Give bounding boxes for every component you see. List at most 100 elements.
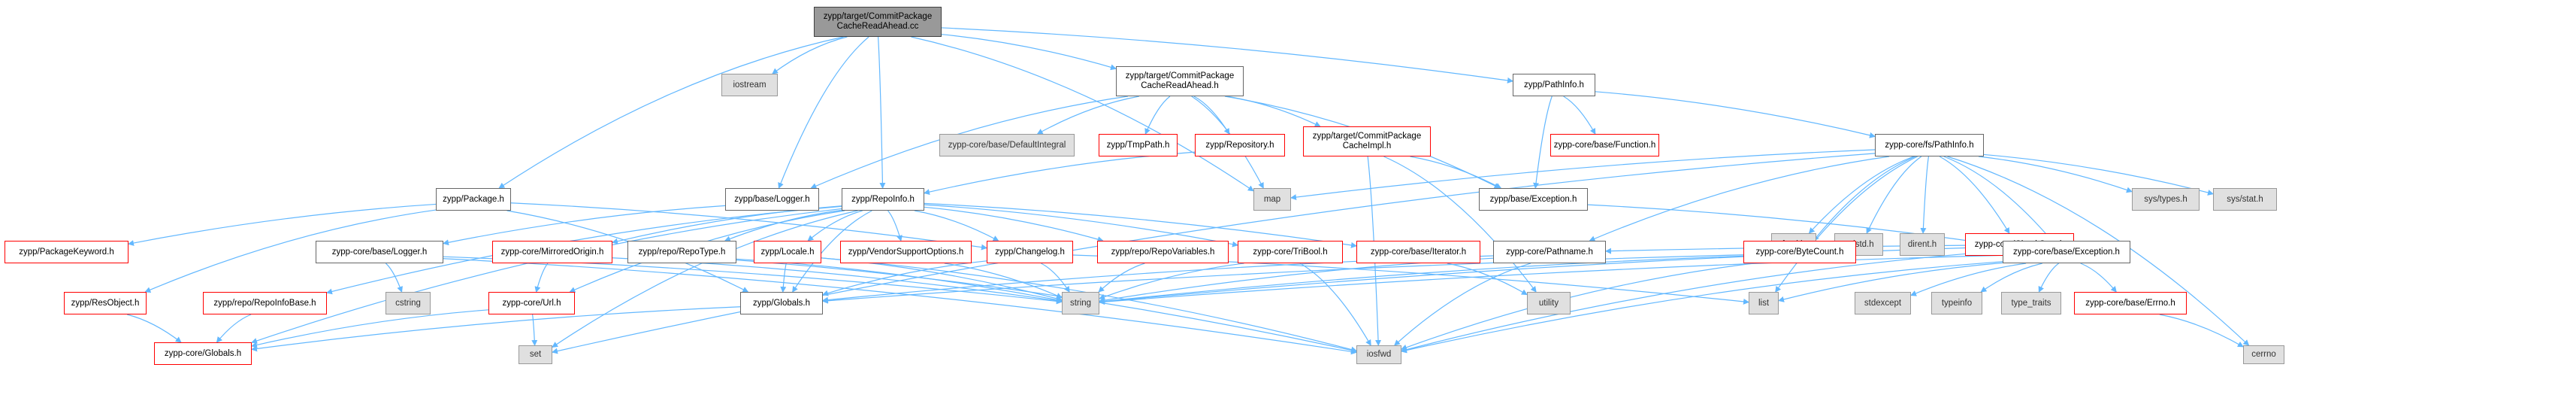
node-label: zypp-core/base/Exception.h	[2013, 247, 2120, 257]
include-edge-fspathinfo-to-pathname	[1589, 156, 1890, 242]
include-edge-root-to-map	[911, 36, 1254, 192]
node-tmppath[interactable]: zypp/TmpPath.h	[1099, 134, 1178, 156]
include-edge-fspathinfo-to-coreexception	[1943, 156, 2053, 242]
include-edge-coreexception-to-typeinfo	[1980, 263, 2042, 293]
node-globals[interactable]: zypp/Globals.h	[740, 292, 823, 314]
node-dirent: dirent.h	[1900, 233, 1945, 256]
include-edge-cprah-to-cpcimpl	[1226, 96, 1321, 127]
node-pathname[interactable]: zypp-core/Pathname.h	[1493, 241, 1606, 263]
include-edge-root-to-cprah	[941, 34, 1117, 71]
include-edge-package-to-pkgkeyword	[128, 203, 437, 246]
include-edge-globals-to-coreglobals	[251, 306, 741, 352]
node-label: zypp/base/Exception.h	[1489, 194, 1577, 204]
node-package[interactable]: zypp/Package.h	[436, 188, 511, 211]
node-label: iostream	[733, 80, 766, 90]
node-stdexcept: stdexcept	[1855, 292, 1911, 314]
node-label: zypp/PathInfo.h	[1524, 80, 1584, 90]
node-label: cstring	[395, 298, 421, 308]
node-label: zypp/repo/RepoType.h	[638, 247, 726, 257]
include-edge-changelog-to-string	[1041, 263, 1070, 293]
include-edge-pathinfo-to-fspathinfo	[1595, 91, 1876, 138]
include-edge-exception-to-coreexception	[1587, 204, 2003, 248]
node-corelogger[interactable]: zypp-core/base/Logger.h	[316, 241, 443, 263]
node-pathinfo[interactable]: zypp/PathInfo.h	[1513, 74, 1595, 96]
include-edge-cpcimpl-to-iosfwd	[1367, 156, 1382, 346]
node-repovariables[interactable]: zypp/repo/RepoVariables.h	[1097, 241, 1229, 263]
node-errno[interactable]: zypp-core/base/Errno.h	[2074, 292, 2187, 314]
include-edge-coreexception-to-typetraits	[2038, 263, 2059, 293]
include-edge-fspathinfo-to-systypes	[1978, 156, 2133, 193]
node-label: zypp-core/base/Errno.h	[2085, 298, 2175, 308]
include-edge-cpcimpl-to-utility	[1383, 156, 1537, 293]
node-typetraits: type_traits	[2001, 292, 2061, 314]
node-url[interactable]: zypp-core/Url.h	[488, 292, 575, 314]
node-list: list	[1749, 292, 1779, 314]
node-label: zypp/TmpPath.h	[1106, 140, 1170, 150]
node-repotype[interactable]: zypp/repo/RepoType.h	[627, 241, 736, 263]
include-edge-corelogger-to-iosfwd	[443, 258, 1357, 355]
node-tribool[interactable]: zypp-core/TriBool.h	[1238, 241, 1343, 263]
include-edge-mirroredorigin-to-url	[534, 263, 549, 293]
include-edge-fspathinfo-to-dirent	[1920, 156, 1930, 234]
include-edge-corelogger-to-cstring	[385, 263, 403, 293]
include-edge-root-to-package	[498, 36, 844, 189]
include-edge-bytecount-to-globals	[822, 254, 1744, 304]
node-label: type_traits	[2011, 298, 2051, 308]
include-edge-bytecount-to-string	[1099, 255, 1744, 305]
node-iterator[interactable]: zypp-core/base/Iterator.h	[1356, 241, 1480, 263]
include-edge-root-to-logger	[778, 36, 869, 189]
include-edge-tribool-to-string	[1099, 263, 1244, 300]
node-label: stdexcept	[1864, 298, 1902, 308]
node-bytecount[interactable]: zypp-core/ByteCount.h	[1743, 241, 1856, 263]
include-edge-logger-to-corelogger	[443, 205, 726, 246]
node-changelog[interactable]: zypp/Changelog.h	[987, 241, 1073, 263]
node-label: map	[1263, 194, 1281, 204]
node-function[interactable]: zypp-core/base/Function.h	[1550, 134, 1659, 156]
include-edge-coreexception-to-string	[1099, 254, 2003, 305]
node-repository[interactable]: zypp/Repository.h	[1195, 134, 1285, 156]
include-edge-url-to-set	[531, 314, 538, 346]
node-set: set	[519, 345, 552, 364]
include-edge-locale-to-string	[821, 257, 1063, 302]
node-label: zypp/Changelog.h	[995, 247, 1065, 257]
node-label: zypp-core/base/DefaultIntegral	[948, 140, 1066, 150]
include-edge-pathinfo-to-exception	[1533, 96, 1553, 189]
node-label: zypp-core/Pathname.h	[1506, 247, 1593, 257]
node-repoinfobase[interactable]: zypp/repo/RepoInfoBase.h	[203, 292, 327, 314]
node-iostream: iostream	[721, 74, 778, 96]
node-coreglobals[interactable]: zypp-core/Globals.h	[154, 342, 252, 365]
include-edge-package-to-resobject	[144, 209, 437, 293]
include-edge-iterator-to-utility	[1447, 263, 1528, 296]
include-edge-tribool-to-iosfwd	[1299, 263, 1371, 346]
node-vendorsupport[interactable]: zypp/VendorSupportOptions.h	[840, 241, 972, 263]
node-exception[interactable]: zypp/base/Exception.h	[1479, 188, 1588, 211]
node-label: string	[1069, 298, 1092, 308]
node-label: zypp-core/base/Function.h	[1553, 140, 1656, 150]
node-label: zypp-core/base/Logger.h	[331, 247, 428, 257]
node-fspathinfo[interactable]: zypp-core/fs/PathInfo.h	[1875, 134, 1984, 156]
node-label: cerrno	[2251, 350, 2276, 359]
node-label: zypp/Locale.h	[760, 247, 815, 257]
node-label: zypp-core/MirroredOrigin.h	[500, 247, 604, 257]
node-locale[interactable]: zypp/Locale.h	[754, 241, 821, 263]
node-label: set	[529, 350, 542, 359]
include-edge-fspathinfo-to-unistd	[1866, 156, 1922, 234]
node-label: zypp/target/CommitPackage CacheReadAhead…	[823, 12, 933, 31]
include-edge-repoinfo-to-set	[552, 210, 858, 348]
node-mirroredorigin[interactable]: zypp-core/MirroredOrigin.h	[492, 241, 612, 263]
node-label: zypp/target/CommitPackage CacheImpl.h	[1312, 132, 1422, 150]
node-resobject[interactable]: zypp/ResObject.h	[64, 292, 147, 314]
node-cprah[interactable]: zypp/target/CommitPackage CacheReadAhead…	[1116, 66, 1244, 96]
node-label: zypp-core/ByteCount.h	[1755, 247, 1844, 257]
node-repoinfo[interactable]: zypp/RepoInfo.h	[842, 188, 924, 211]
include-edge-fspathinfo-to-checksum	[1939, 156, 2010, 234]
include-edge-cprah-to-defint	[1036, 96, 1139, 135]
node-logger[interactable]: zypp/base/Logger.h	[725, 188, 819, 211]
node-cerrno: cerrno	[2243, 345, 2284, 364]
node-systypes: sys/types.h	[2132, 188, 2200, 211]
node-cpcimpl[interactable]: zypp/target/CommitPackage CacheImpl.h	[1303, 126, 1431, 156]
node-pkgkeyword[interactable]: zypp/PackageKeyword.h	[5, 241, 128, 263]
node-root[interactable]: zypp/target/CommitPackage CacheReadAhead…	[814, 7, 942, 37]
node-label: zypp-core/base/Iterator.h	[1370, 247, 1467, 257]
node-coreexception[interactable]: zypp-core/base/Exception.h	[2003, 241, 2130, 263]
